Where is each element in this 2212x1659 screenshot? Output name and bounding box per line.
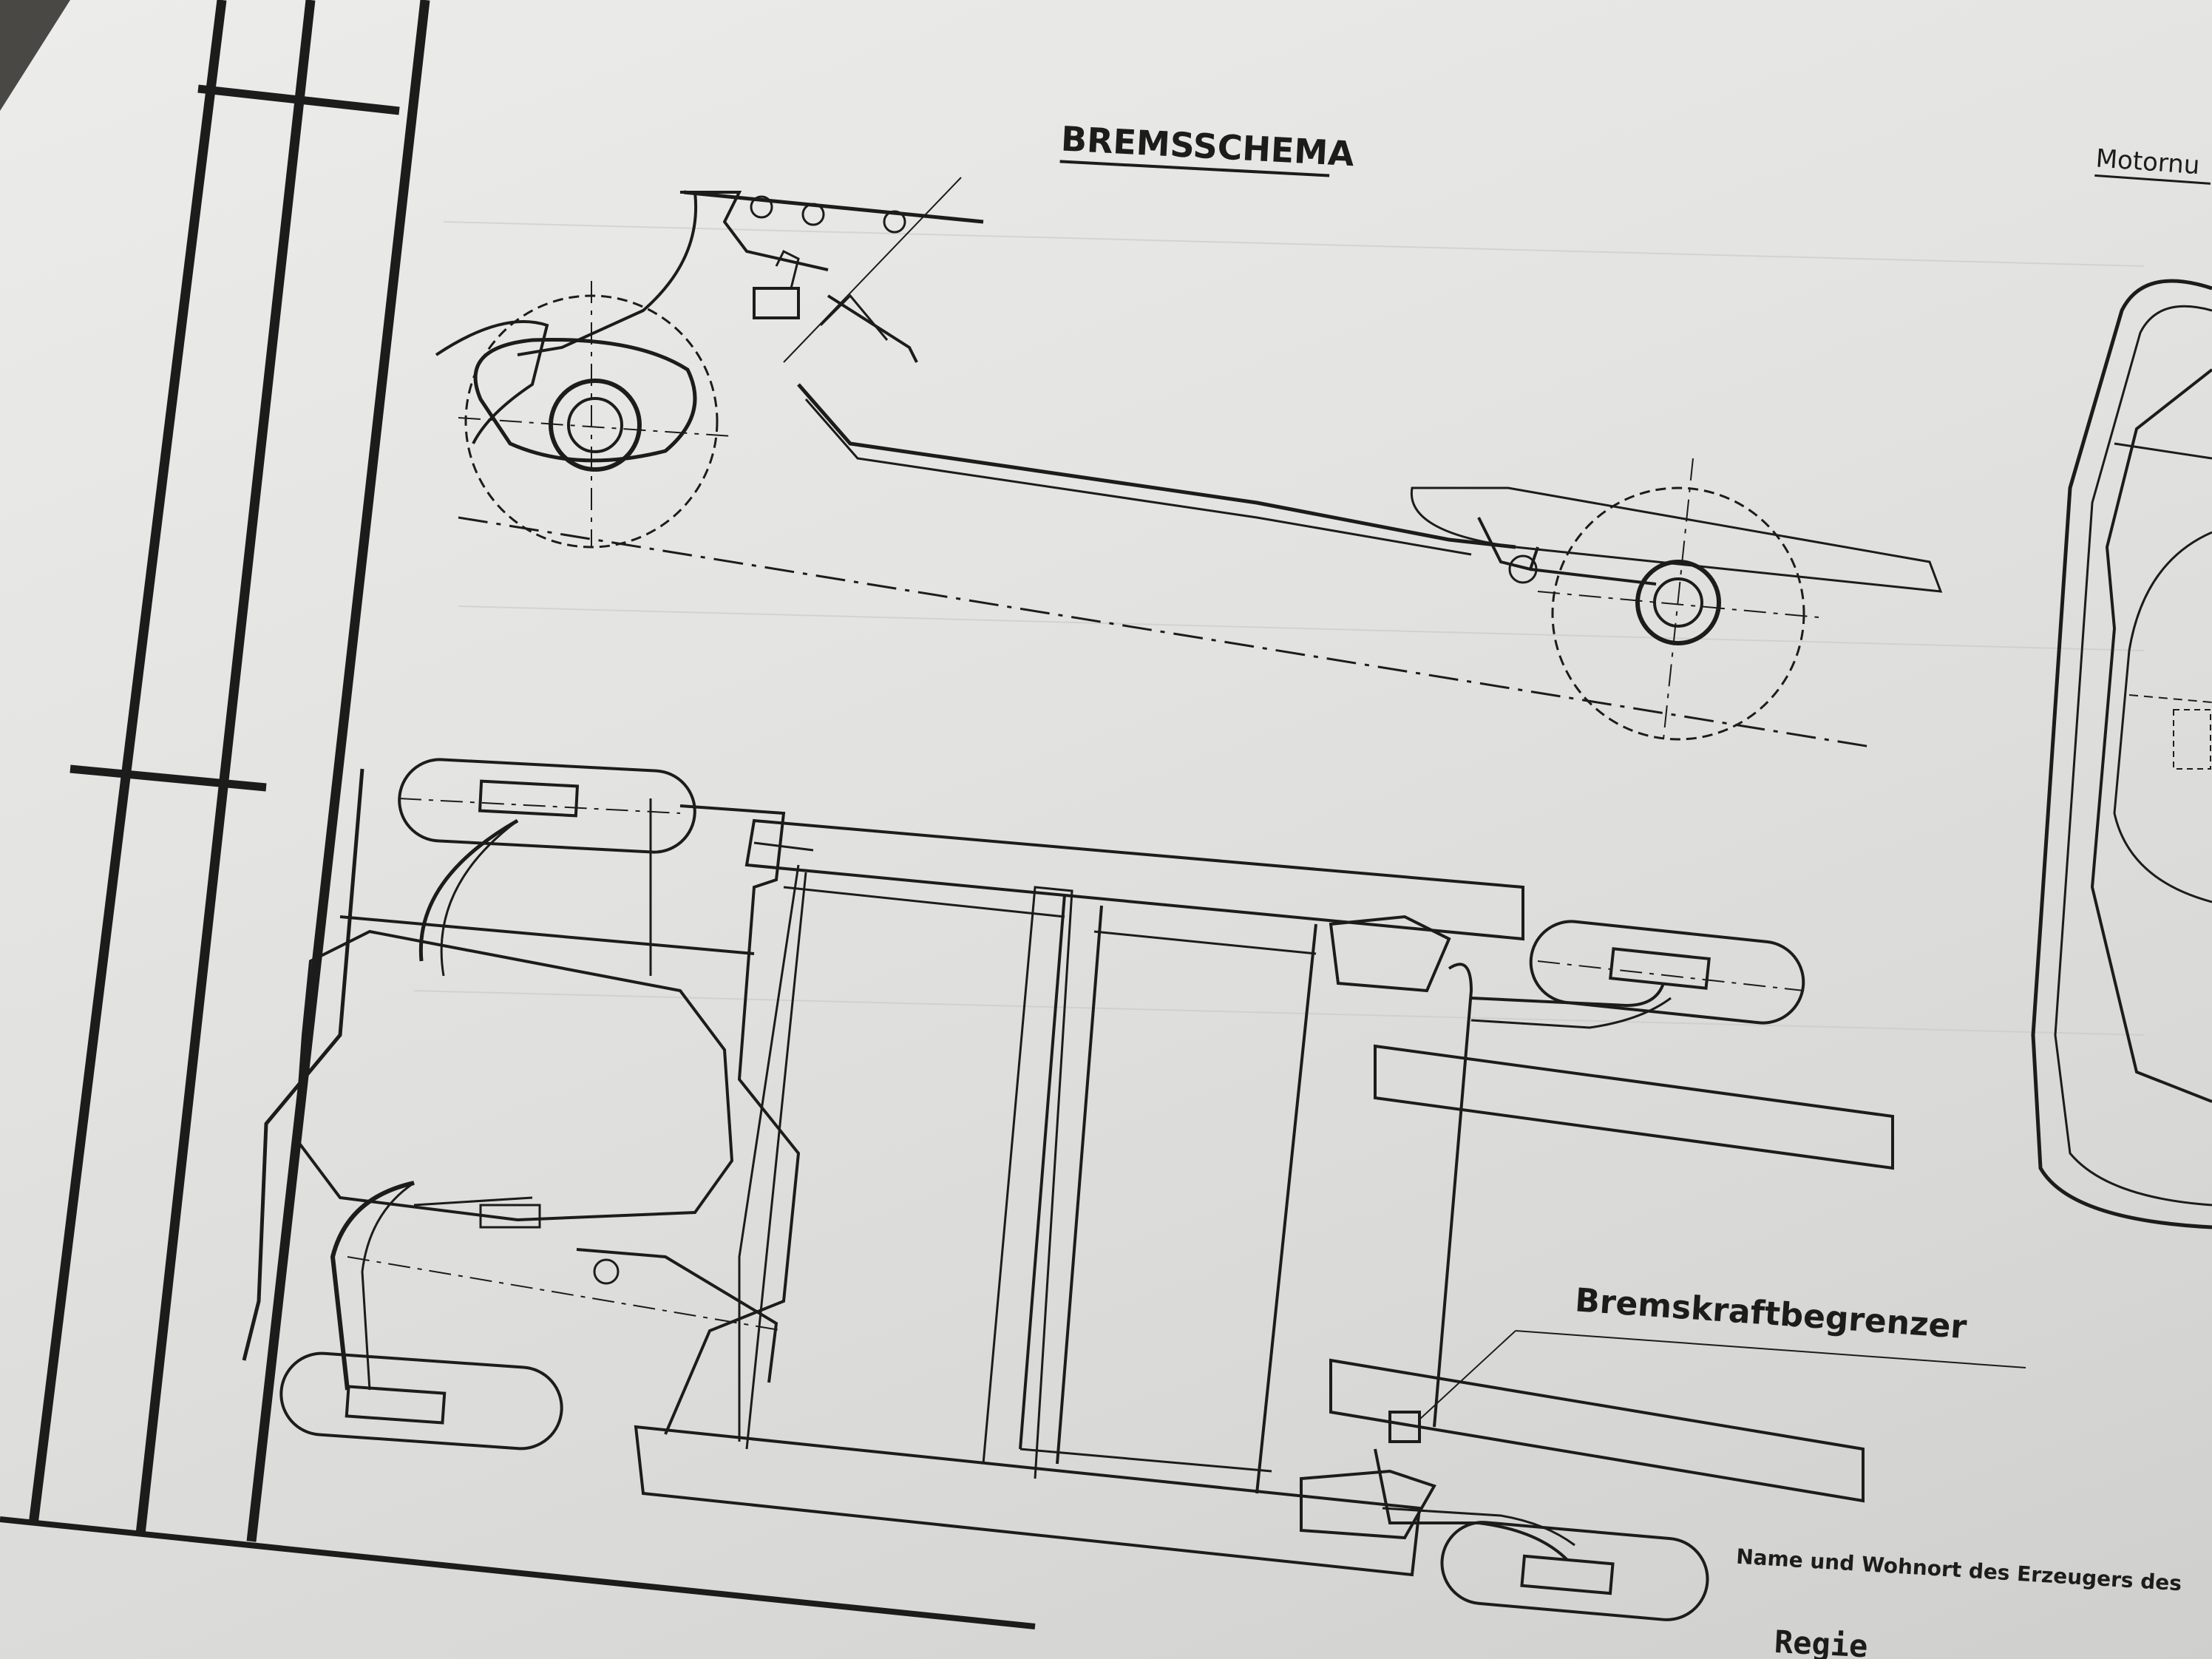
motor-label: Motornu [2094, 144, 2211, 185]
title-block-frame [0, 0, 1036, 1629]
brake-limiter-label: Bremskraftbegrenzer [1574, 1281, 1968, 1346]
table-corner [0, 0, 70, 111]
bremsschema-title: BREMSSCHEMA [1059, 118, 1356, 177]
top-view-brake-diagram [242, 758, 2026, 1621]
side-view-brake-diagram [435, 177, 1943, 748]
manufacturer-label: Name und Wohnort des Erzeugers des [1735, 1544, 2182, 1596]
regie-label: Regie [1774, 1624, 1869, 1659]
svg-text:Bremskraftbegrenzer: Bremskraftbegrenzer [1574, 1281, 1968, 1346]
svg-text:Motornu: Motornu [2094, 144, 2200, 181]
svg-text:BREMSSCHEMA: BREMSSCHEMA [1060, 118, 1356, 174]
motor-compartment-drawing [2031, 279, 2212, 1229]
svg-text:Regie: Regie [1774, 1624, 1869, 1659]
paper-texture [413, 221, 2145, 1036]
svg-text:Name und Wohnort des Erzeugers: Name und Wohnort des Erzeugers des [1735, 1544, 2182, 1596]
